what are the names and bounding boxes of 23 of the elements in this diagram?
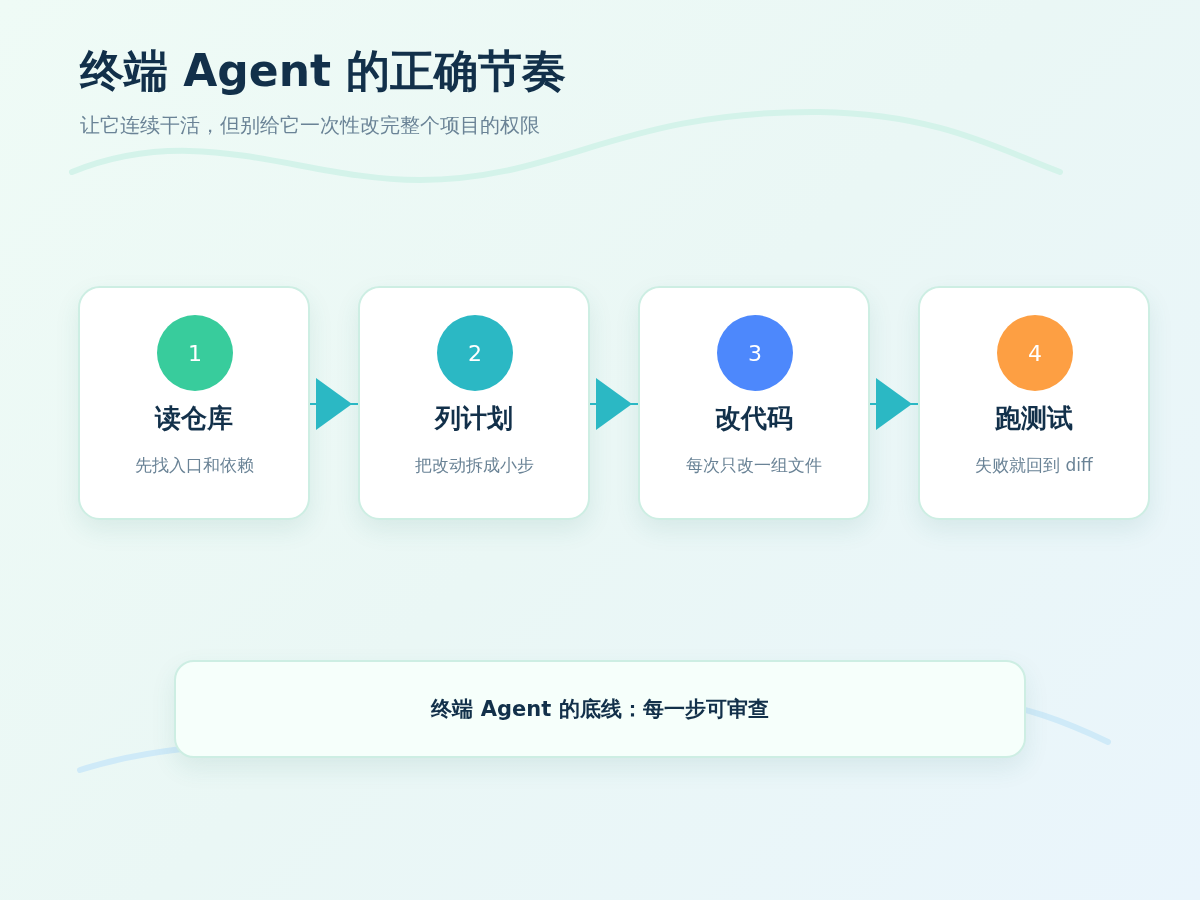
summary-text: 终端 Agent 的底线：每一步可审查 — [431, 696, 769, 723]
step-description: 把改动拆成小步 — [413, 454, 535, 477]
step-number-circle: 3 — [717, 315, 793, 391]
step-card — [638, 286, 870, 520]
step-title: 跑测试 — [994, 402, 1074, 435]
arrow — [869, 378, 919, 430]
step-number-circle: 2 — [437, 315, 513, 391]
title: 终端 Agent 的正确节奏 — [80, 44, 567, 98]
step-description: 每次只改一组文件 — [685, 454, 823, 477]
step-card — [358, 286, 590, 520]
summary-box — [174, 660, 1026, 758]
arrow — [589, 378, 639, 430]
step-description: 先找入口和依赖 — [133, 454, 255, 477]
step-title: 读仓库 — [153, 402, 234, 435]
step-number-circle: 1 — [157, 315, 233, 391]
subtitle: 让它连续干活，但别给它一次性改完整个项目的权限 — [80, 112, 540, 139]
step-number-circle: 4 — [997, 315, 1073, 391]
step-card — [918, 286, 1150, 520]
step-card — [78, 286, 310, 520]
step-description: 失败就回到 diff — [974, 454, 1094, 477]
step-title: 改代码 — [714, 402, 794, 435]
arrow — [309, 378, 359, 430]
step-title: 列计划 — [433, 402, 514, 435]
